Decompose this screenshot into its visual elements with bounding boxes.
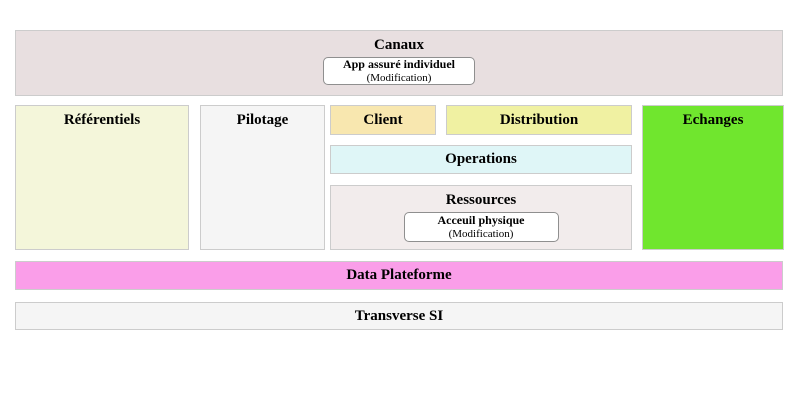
data-plateforme-band: Data Plateforme [15, 261, 783, 290]
referentiels-label: Référentiels [63, 112, 141, 128]
acceuil-physique-box: Acceuil physique (Modification) [403, 212, 559, 242]
acceuil-physique-subtitle: (Modification) [448, 227, 514, 240]
acceuil-physique-title: Acceuil physique [437, 213, 525, 228]
pilotage-block: Pilotage [200, 105, 325, 250]
operations-label: Operations [445, 151, 517, 167]
app-assure-individuel-box: App assuré individuel (Modification) [323, 57, 475, 85]
canaux-label: Canaux [373, 37, 425, 53]
data-plateforme-label: Data Plateforme [346, 267, 452, 283]
echanges-label: Echanges [682, 112, 744, 128]
ressources-label: Ressources [445, 192, 517, 208]
client-block: Client [330, 105, 436, 135]
canaux-band: Canaux App assuré individuel (Modificati… [15, 30, 783, 96]
app-assure-individuel-title: App assuré individuel [342, 57, 456, 72]
pilotage-label: Pilotage [236, 112, 289, 128]
client-label: Client [363, 111, 403, 128]
distribution-label: Distribution [499, 111, 579, 128]
referentiels-block: Référentiels [15, 105, 189, 250]
distribution-block: Distribution [446, 105, 632, 135]
app-assure-individuel-subtitle: (Modification) [366, 71, 432, 84]
echanges-block: Echanges [642, 105, 784, 250]
operations-block: Operations [330, 145, 632, 174]
transverse-si-band: Transverse SI [15, 302, 783, 330]
ressources-block: Ressources Acceuil physique (Modificatio… [330, 185, 632, 250]
transverse-si-label: Transverse SI [354, 307, 444, 324]
